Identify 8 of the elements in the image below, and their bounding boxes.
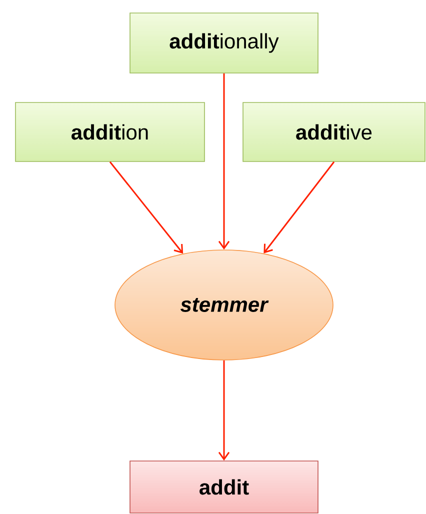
process-box: additive bbox=[242, 102, 426, 162]
arrow bbox=[218, 73, 230, 250]
arrow bbox=[109, 161, 184, 254]
arrow bbox=[218, 360, 230, 461]
process-box: addition bbox=[15, 102, 205, 162]
arrow bbox=[264, 161, 335, 254]
result-box: addit bbox=[130, 460, 318, 514]
process-box: additionally bbox=[130, 12, 318, 74]
